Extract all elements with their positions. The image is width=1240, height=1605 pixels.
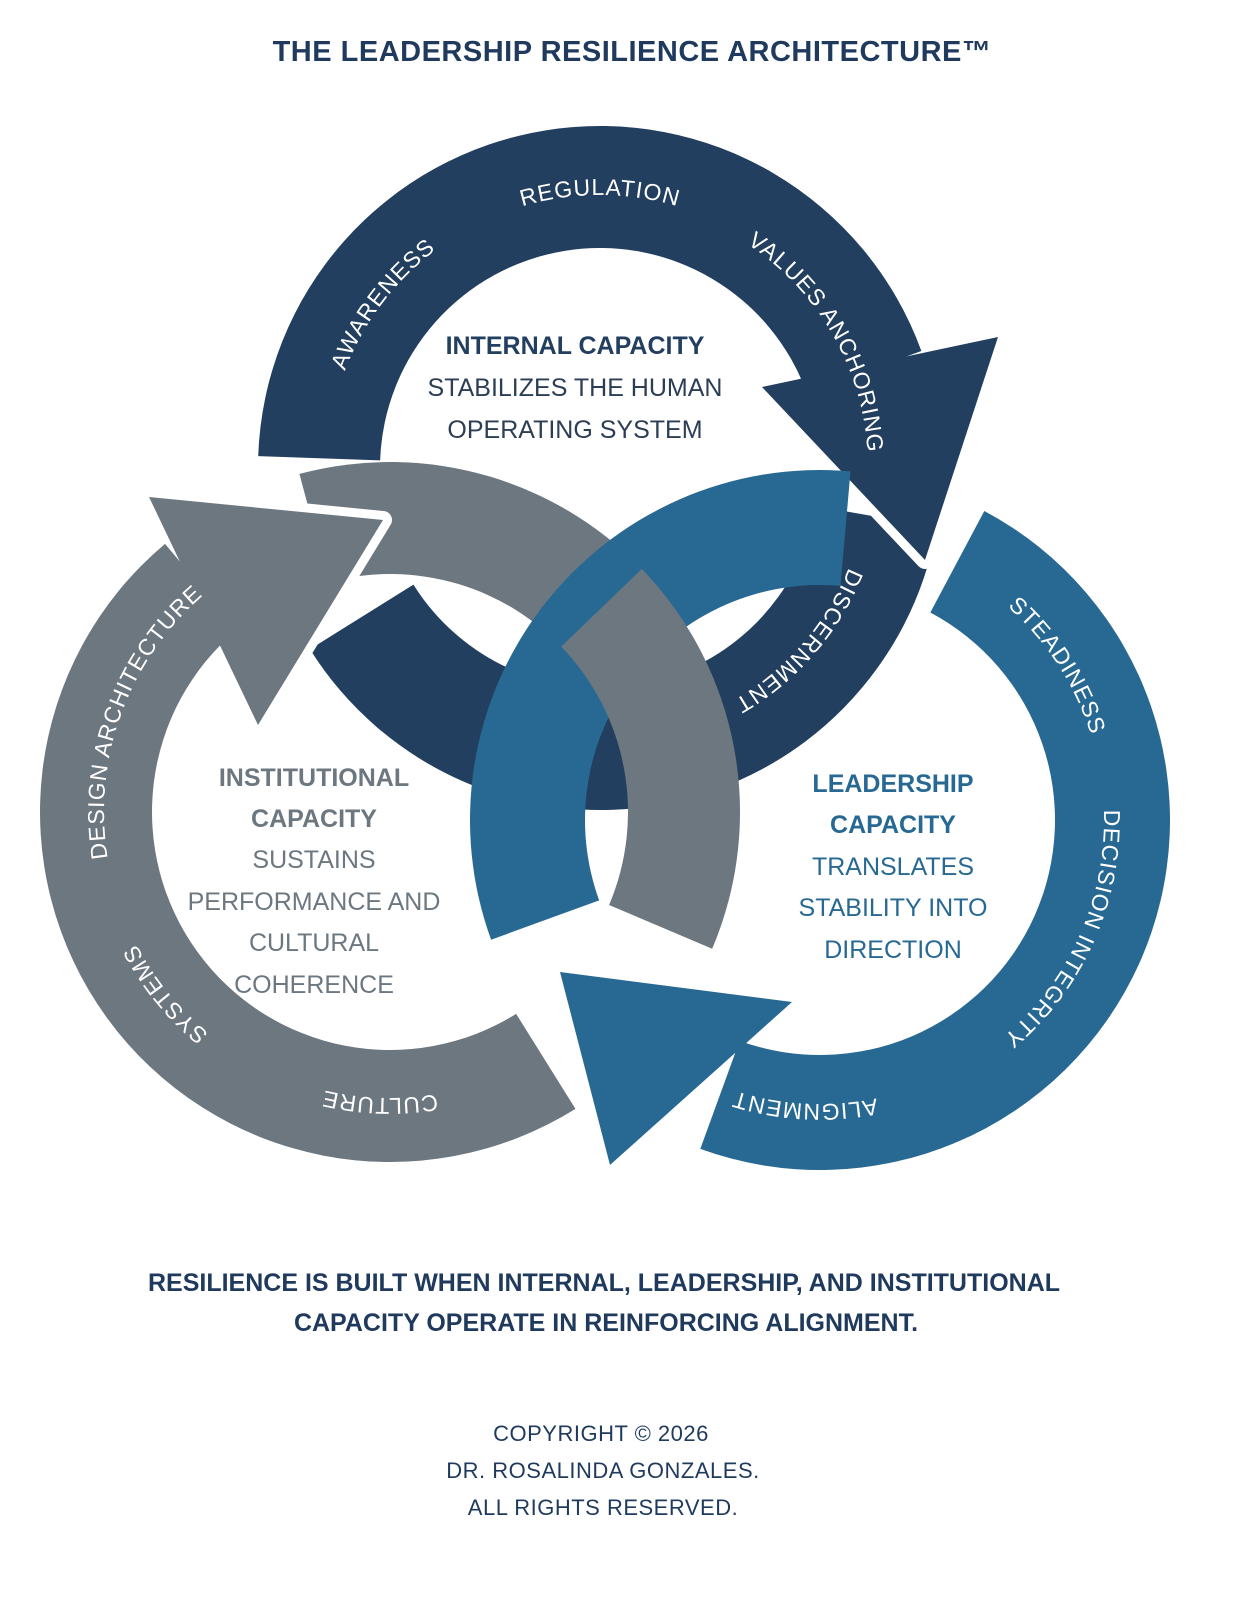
institutional-ring-arrow-arc xyxy=(39,543,576,1162)
statement-line: RESILIENCE IS BUILT WHEN INTERNAL, LEADE… xyxy=(148,1269,1060,1297)
institutional-ring-inner-arc xyxy=(561,568,740,949)
diagram-title: THE LEADERSHIP RESILIENCE ARCHITECTURE™ xyxy=(273,36,992,68)
leadership-arrowhead-icon xyxy=(560,972,792,1165)
copyright-line: COPYRIGHT © 2026 xyxy=(493,1421,709,1446)
leadership-capacity-line: TRANSLATES xyxy=(812,853,974,881)
internal-capacity-line: OPERATING SYSTEM xyxy=(447,416,702,444)
leadership-ring-left-arc xyxy=(470,470,851,940)
summary-statement: RESILIENCE IS BUILT WHEN INTERNAL, LEADE… xyxy=(148,1269,1060,1337)
institutional-capacity-heading: INSTITUTIONAL xyxy=(219,764,409,792)
institutional-arrowhead-icon xyxy=(149,497,383,725)
leadership-capacity-heading: LEADERSHIP xyxy=(812,770,973,798)
leadership-capacity-line: DIRECTION xyxy=(824,936,962,964)
internal-ring-arrow-arc xyxy=(258,125,922,461)
institutional-capacity-line: COHERENCE xyxy=(234,971,394,999)
institutional-capacity-line: CULTURAL xyxy=(249,929,379,957)
leadership-capacity-heading: CAPACITY xyxy=(830,811,956,839)
copyright-notice: COPYRIGHT © 2026 DR. ROSALINDA GONZALES.… xyxy=(446,1421,759,1520)
internal-ring-lower-arc xyxy=(309,506,937,810)
institutional-capacity-line: PERFORMANCE AND xyxy=(188,888,441,916)
internal-capacity-line: STABILIZES THE HUMAN xyxy=(428,374,723,402)
internal-capacity-heading: INTERNAL CAPACITY xyxy=(446,332,705,360)
statement-line: CAPACITY OPERATE IN REINFORCING ALIGNMEN… xyxy=(294,1309,918,1337)
copyright-line: DR. ROSALINDA GONZALES. xyxy=(446,1458,759,1483)
internal-capacity-label: INTERNAL CAPACITY STABILIZES THE HUMAN O… xyxy=(428,332,723,444)
institutional-capacity-line: SUSTAINS xyxy=(252,846,375,874)
institutional-capacity-label: INSTITUTIONAL CAPACITY SUSTAINS PERFORMA… xyxy=(188,764,441,999)
copyright-line: ALL RIGHTS RESERVED. xyxy=(468,1495,738,1520)
rings xyxy=(39,125,1170,1174)
leadership-capacity-label: LEADERSHIP CAPACITY TRANSLATES STABILITY… xyxy=(799,770,988,964)
leadership-ring-arrow-arc xyxy=(700,510,1170,1170)
internal-arrowhead-icon xyxy=(762,337,998,560)
institutional-capacity-heading: CAPACITY xyxy=(251,805,377,833)
leadership-capacity-line: STABILITY INTO xyxy=(799,894,988,922)
